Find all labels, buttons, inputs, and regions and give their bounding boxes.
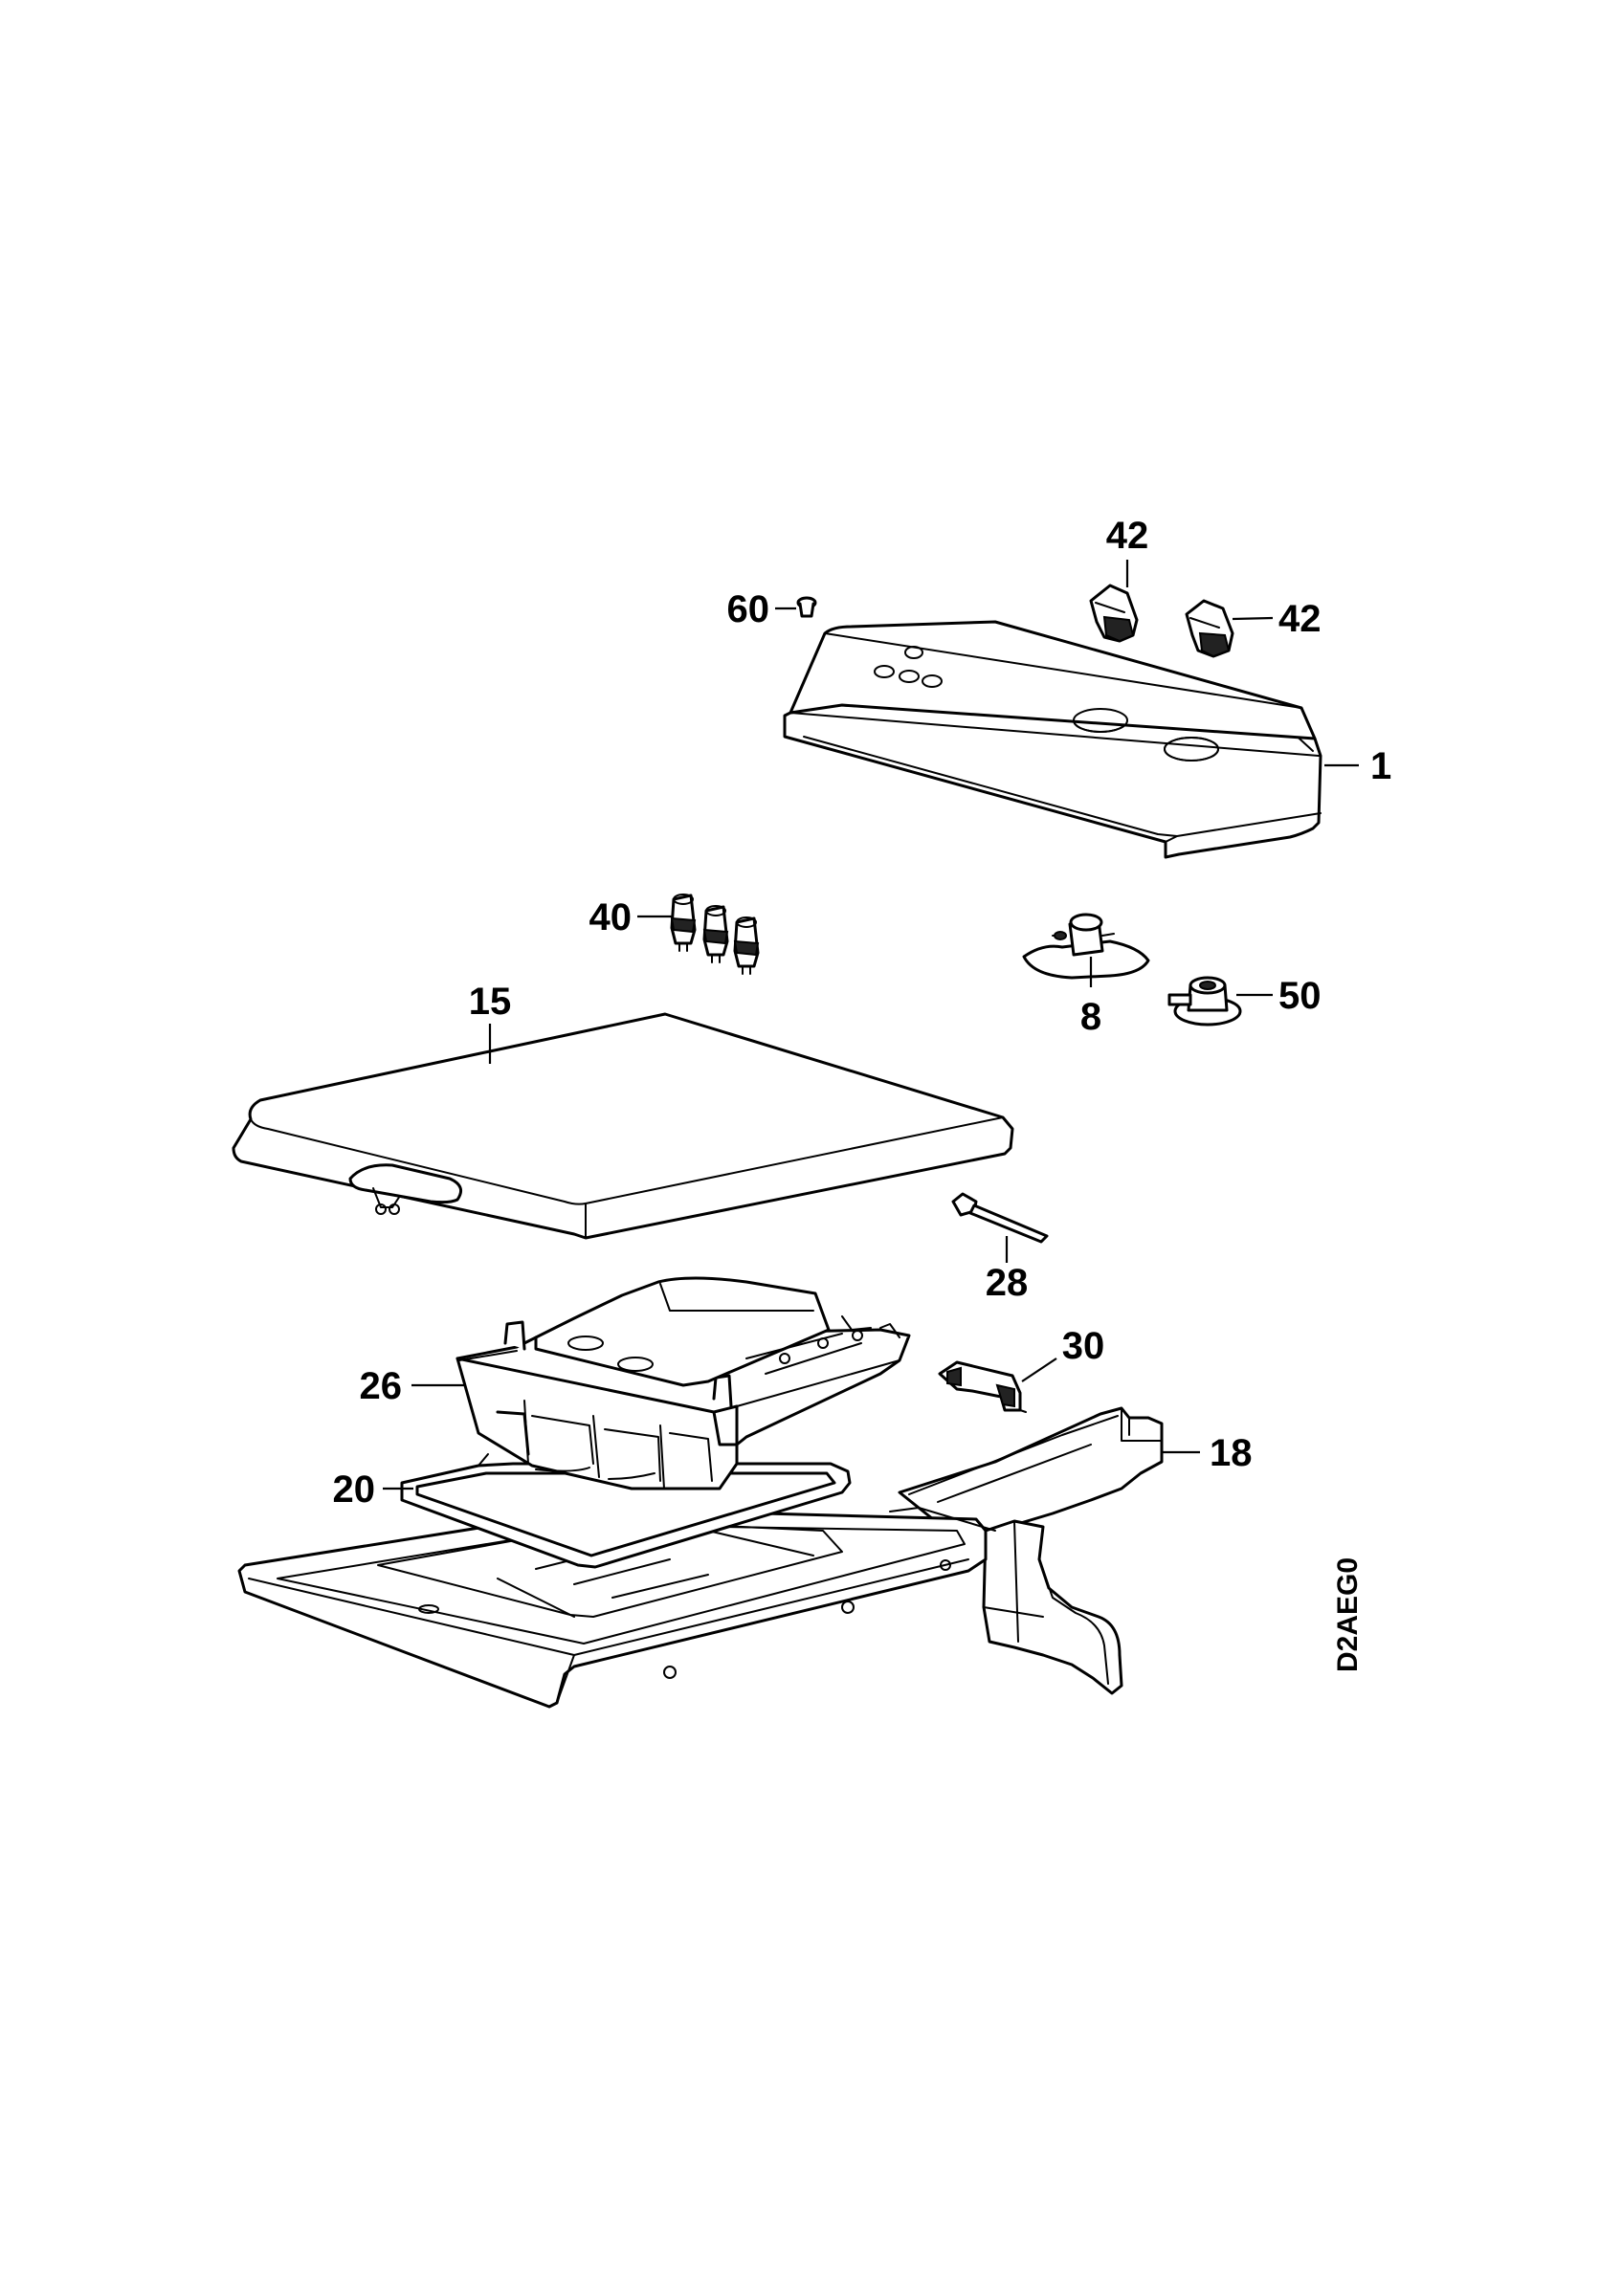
knob-part-42-right [1185,599,1234,658]
pin-part-28 [951,1192,1049,1244]
dispenser-drawer-part-26 [455,1276,911,1490]
gasket-part-20 [400,1453,852,1569]
callout-labels: 42 42 60 1 40 8 50 15 28 30 26 18 20 [333,515,1392,1511]
leader-lines [383,560,1359,1490]
callout-30: 30 [1062,1325,1105,1367]
callout-42-right: 42 [1278,598,1322,640]
rail-part-18 [898,1406,1164,1695]
callout-26: 26 [360,1365,403,1407]
lid-part-15 [232,1012,1014,1240]
plug-part-60 [796,596,817,618]
callout-8: 8 [1080,996,1101,1038]
control-panel-part-1 [783,620,1322,859]
callout-28: 28 [986,1262,1029,1304]
callout-1: 1 [1370,745,1391,787]
top-plate [237,1507,996,1709]
knob-part-42-left [1089,584,1139,643]
callout-18: 18 [1210,1432,1253,1474]
callout-40: 40 [589,896,633,938]
drawing-code: D2AEG0 [1332,1557,1364,1672]
valve-assembly-part-8 [1022,913,1150,980]
callout-50: 50 [1278,975,1322,1017]
push-buttons-part-40 [670,894,760,975]
valve-part-50 [1167,976,1242,1027]
callout-15: 15 [469,981,512,1023]
callout-60: 60 [727,588,770,630]
callout-42-top: 42 [1106,515,1149,557]
hinge-part-30 [938,1360,1027,1413]
callout-20: 20 [333,1468,376,1511]
